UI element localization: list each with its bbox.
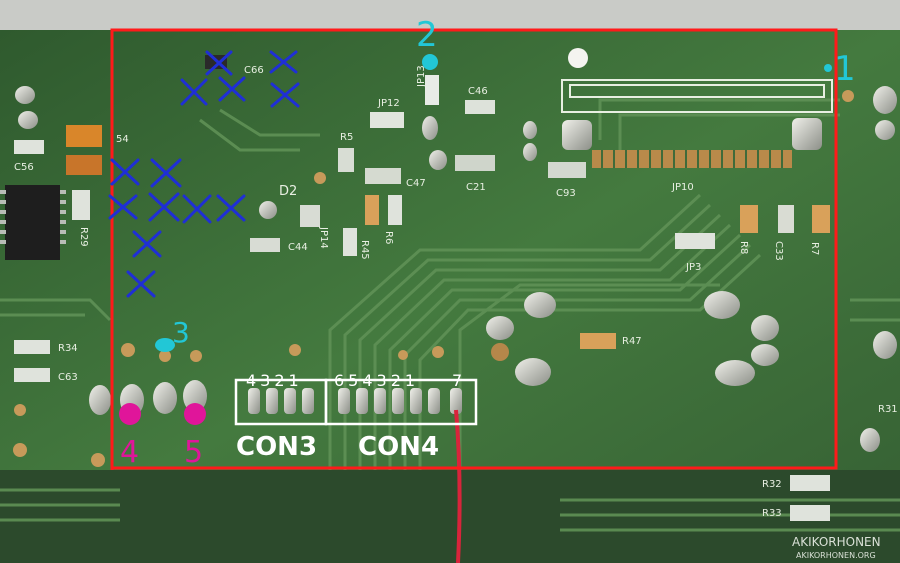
con4-box <box>324 378 478 426</box>
silk-c54: 54 <box>116 134 129 145</box>
silk-r29: R29 <box>78 227 89 247</box>
silk-r5: R5 <box>340 132 353 143</box>
con3-label: CON3 <box>236 432 317 462</box>
capacitor-orange-2 <box>66 155 102 175</box>
silk-d2: D2 <box>279 184 297 199</box>
watermark-site: AKIKORHONEN.ORG <box>796 551 876 560</box>
silk-c46: C46 <box>468 86 488 97</box>
silk-c33: C33 <box>773 241 784 261</box>
red-wire <box>454 409 462 563</box>
silk-r33: R33 <box>762 508 782 519</box>
marker-5-dot <box>184 403 206 425</box>
silk-r8: R8 <box>738 241 749 254</box>
silk-jp10: JP10 <box>671 182 694 193</box>
marker-1-label: 1 <box>834 49 856 89</box>
silk-r34: R34 <box>58 343 78 354</box>
ic-pins <box>0 190 66 244</box>
con4-pin-7: 7 <box>452 371 462 390</box>
silk-c63: C63 <box>58 372 78 383</box>
vias <box>13 90 854 467</box>
silk-r32: R32 <box>762 479 782 490</box>
silk-c56: C56 <box>14 162 34 173</box>
silk-c47: C47 <box>406 178 426 189</box>
jp10-outline <box>561 79 833 113</box>
silk-r6: R6 <box>383 231 394 244</box>
smd-components <box>14 55 830 521</box>
silk-c66: C66 <box>244 65 264 76</box>
con4-pin-numbers: 654321 <box>334 371 419 390</box>
marker-2-label: 2 <box>416 15 438 55</box>
silk-r7: R7 <box>809 242 820 255</box>
connector-pins <box>248 388 462 414</box>
marker-3-dot <box>155 338 175 352</box>
marker-2-dot <box>422 54 438 70</box>
silk-c93: C93 <box>556 188 576 199</box>
marker-4-dot <box>119 403 141 425</box>
con3-pin-numbers: 4321 <box>246 371 303 390</box>
silk-jp14: JP14 <box>318 226 329 249</box>
solder-blobs <box>15 86 897 452</box>
ic-chip <box>5 185 60 260</box>
con4-label: CON4 <box>358 432 439 462</box>
capacitor-orange <box>66 125 102 147</box>
jp10-outline-inner <box>569 84 825 98</box>
silk-r45: R45 <box>359 240 370 260</box>
watermark-name: AKIKORHONEN <box>792 535 881 549</box>
blue-x-marks <box>108 50 300 298</box>
silk-r47: R47 <box>622 336 642 347</box>
silk-jp3: JP3 <box>685 262 701 273</box>
silk-r31: R31 <box>878 404 898 415</box>
red-outline-frame <box>110 28 838 470</box>
silk-jp13: JP13 <box>416 65 427 88</box>
marker-3-label: 3 <box>172 316 190 349</box>
jp10-pad-row <box>592 150 792 168</box>
silk-c44: C44 <box>288 242 308 253</box>
marker-5-label: 5 <box>184 435 203 470</box>
marker-1-dot <box>824 64 832 72</box>
silk-c21: C21 <box>466 182 486 193</box>
mounting-hole <box>568 48 588 68</box>
silk-jp12: JP12 <box>377 98 400 109</box>
jp10-pad-gaps <box>601 150 783 168</box>
marker-4-label: 4 <box>120 435 139 470</box>
